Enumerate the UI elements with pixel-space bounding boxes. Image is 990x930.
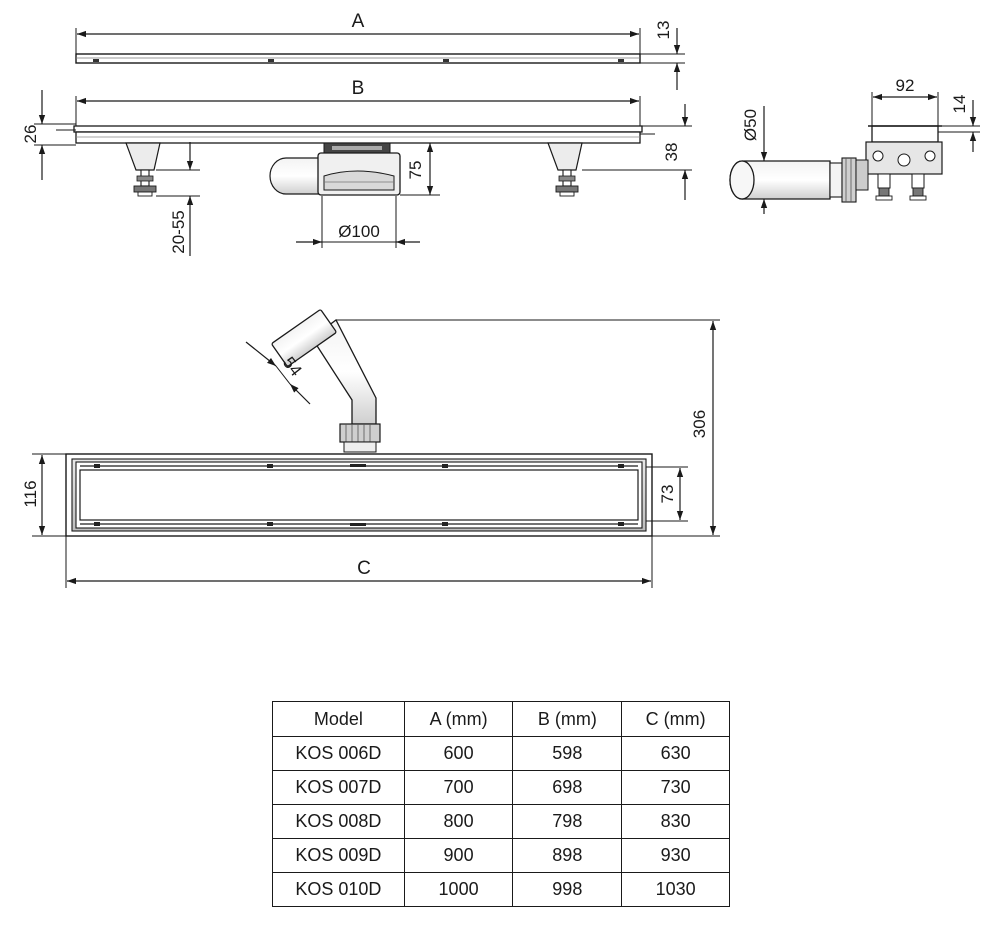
cell-model: KOS 007D [272,770,405,805]
dim-label-92: 92 [896,76,915,95]
dim-label-38: 38 [662,143,681,162]
cell-b: 998 [512,872,623,907]
dimension-26: 26 [21,90,76,180]
table-row: KOS 007D 700 698 730 [272,770,730,805]
dimension-75: 75 [406,143,434,195]
header-model: Model [272,701,405,737]
header-b: B (mm) [512,701,623,737]
dim-label-75: 75 [406,161,425,180]
dim-label-100: Ø100 [338,222,380,241]
table-row: KOS 010D 1000 998 1030 [272,872,730,907]
dimension-14: 14 [950,95,977,152]
table-row: KOS 008D 800 798 830 [272,804,730,839]
cell-model: KOS 009D [272,838,405,873]
cell-c: 630 [621,736,730,771]
cell-model: KOS 006D [272,736,405,771]
dim-label-26: 26 [21,125,40,144]
channel-side-view [56,96,692,248]
dimension-306: 306 [690,321,717,535]
dimension-c: C [67,558,651,585]
dimension-116: 116 [21,455,46,535]
dim-label-50: Ø50 [741,109,760,141]
header-c: C (mm) [621,701,730,737]
cell-model: KOS 008D [272,804,405,839]
cell-b: 798 [512,804,623,839]
cell-a: 1000 [403,872,514,907]
dim-label-a: A [352,11,365,32]
header-a: A (mm) [403,701,514,737]
end-view [729,92,980,203]
dim-label-116: 116 [21,480,40,507]
cell-b: 698 [512,770,623,805]
dimension-20-55: 20-55 [169,142,194,256]
cell-b: 598 [512,736,623,771]
table-row: KOS 009D 900 898 930 [272,838,730,873]
cell-b: 898 [512,838,623,873]
dimension-100: Ø100 [296,222,420,246]
cell-c: 1030 [621,872,730,907]
dim-label-73: 73 [658,485,677,504]
channel-plan-view [32,309,720,588]
cell-a: 600 [403,736,514,771]
cell-model: KOS 010D [272,872,405,907]
cell-a: 900 [403,838,514,873]
cell-c: 930 [621,838,730,873]
dim-label-13: 13 [654,21,673,40]
dimension-13: 13 [654,21,681,90]
cell-c: 830 [621,804,730,839]
dim-label-b: B [352,78,365,99]
dimension-92: 92 [873,76,937,101]
dimension-50: Ø50 [741,106,768,214]
dim-label-14: 14 [950,95,969,114]
dim-label-20-55: 20-55 [169,210,188,253]
cell-a: 700 [403,770,514,805]
dimension-a: A [77,11,639,38]
cell-a: 800 [403,804,514,839]
dimension-b: B [77,78,639,105]
table-row: KOS 006D 600 598 630 [272,736,730,771]
dimension-38: 38 [662,104,689,200]
grate-side-view [75,28,685,64]
model-dimensions-table: Model A (mm) B (mm) C (mm) KOS 006D 600 … [272,701,730,907]
cell-c: 730 [621,770,730,805]
dim-label-306: 306 [690,410,709,438]
dimension-73: 73 [658,468,684,520]
table-header-row: Model A (mm) B (mm) C (mm) [272,701,730,737]
dim-label-c: C [357,558,371,579]
